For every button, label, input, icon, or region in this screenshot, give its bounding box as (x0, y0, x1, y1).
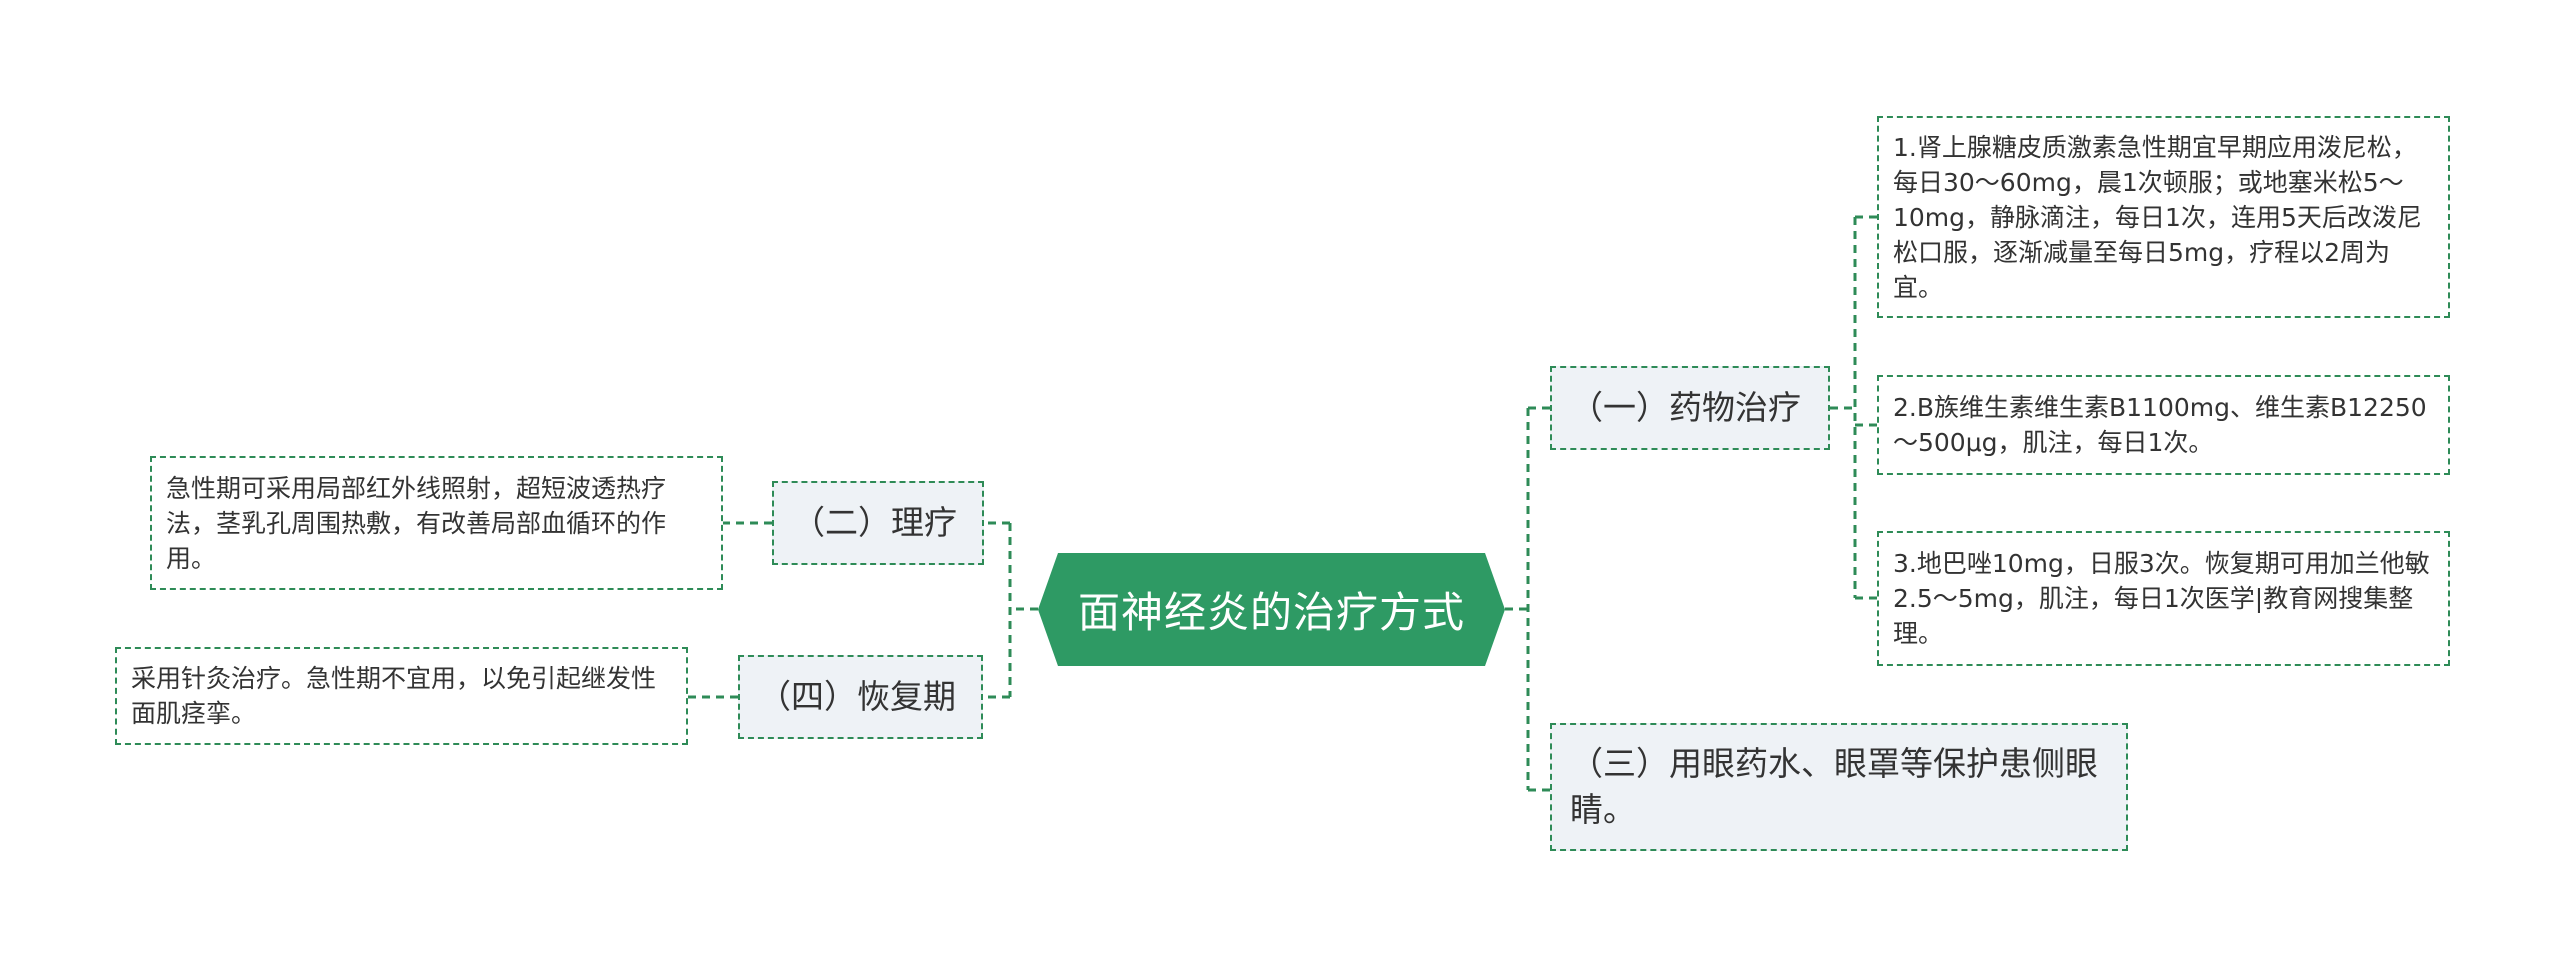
leaf-vitamin-b[interactable]: 2.B族维生素维生素B1100mg、维生素B12250～500μg，肌注，每日1… (1877, 375, 2450, 475)
leaf-physiotherapy-text: 急性期可采用局部红外线照射，超短波透热疗法，茎乳孔周围热敷，有改善局部血循环的作… (166, 473, 667, 573)
leaf-glucocorticoid-text: 1.肾上腺糖皮质激素急性期宜早期应用泼尼松，每日30～60mg，晨1次顿服；或地… (1893, 132, 2422, 302)
leaf-recovery-text: 采用针灸治疗。急性期不宜用，以免引起继发性面肌痉挛。 (131, 664, 657, 728)
leaf-vitamin-b-text: 2.B族维生素维生素B1100mg、维生素B12250～500μg，肌注，每日1… (1893, 393, 2427, 457)
branch-eye-protection-label: （三）用眼药水、眼罩等保护患侧眼睛。 (1570, 743, 2098, 829)
leaf-physiotherapy[interactable]: 急性期可采用局部红外线照射，超短波透热疗法，茎乳孔周围热敷，有改善局部血循环的作… (150, 456, 723, 590)
leaf-glucocorticoid[interactable]: 1.肾上腺糖皮质激素急性期宜早期应用泼尼松，每日30～60mg，晨1次顿服；或地… (1877, 116, 2450, 318)
leaf-dibazole[interactable]: 3.地巴唑10mg，日服3次。恢复期可用加兰他敏2.5～5mg，肌注，每日1次医… (1877, 531, 2450, 666)
root-topic[interactable]: 面神经炎的治疗方式 (1038, 553, 1505, 666)
leaf-dibazole-text: 3.地巴唑10mg，日服3次。恢复期可用加兰他敏2.5～5mg，肌注，每日1次医… (1893, 549, 2430, 648)
branch-recovery-label: （四）恢复期 (758, 676, 956, 716)
branch-eye-protection[interactable]: （三）用眼药水、眼罩等保护患侧眼睛。 (1550, 723, 2128, 851)
branch-physiotherapy[interactable]: （二）理疗 (772, 481, 984, 565)
leaf-recovery[interactable]: 采用针灸治疗。急性期不宜用，以免引起继发性面肌痉挛。 (115, 647, 688, 745)
branch-drug-therapy-label: （一）药物治疗 (1570, 387, 1801, 427)
branch-physiotherapy-label: （二）理疗 (792, 502, 957, 542)
branch-drug-therapy[interactable]: （一）药物治疗 (1550, 366, 1830, 450)
root-shape (1038, 553, 1505, 666)
branch-recovery[interactable]: （四）恢复期 (738, 655, 983, 739)
root-topic-label: 面神经炎的治疗方式 (1077, 588, 1465, 637)
